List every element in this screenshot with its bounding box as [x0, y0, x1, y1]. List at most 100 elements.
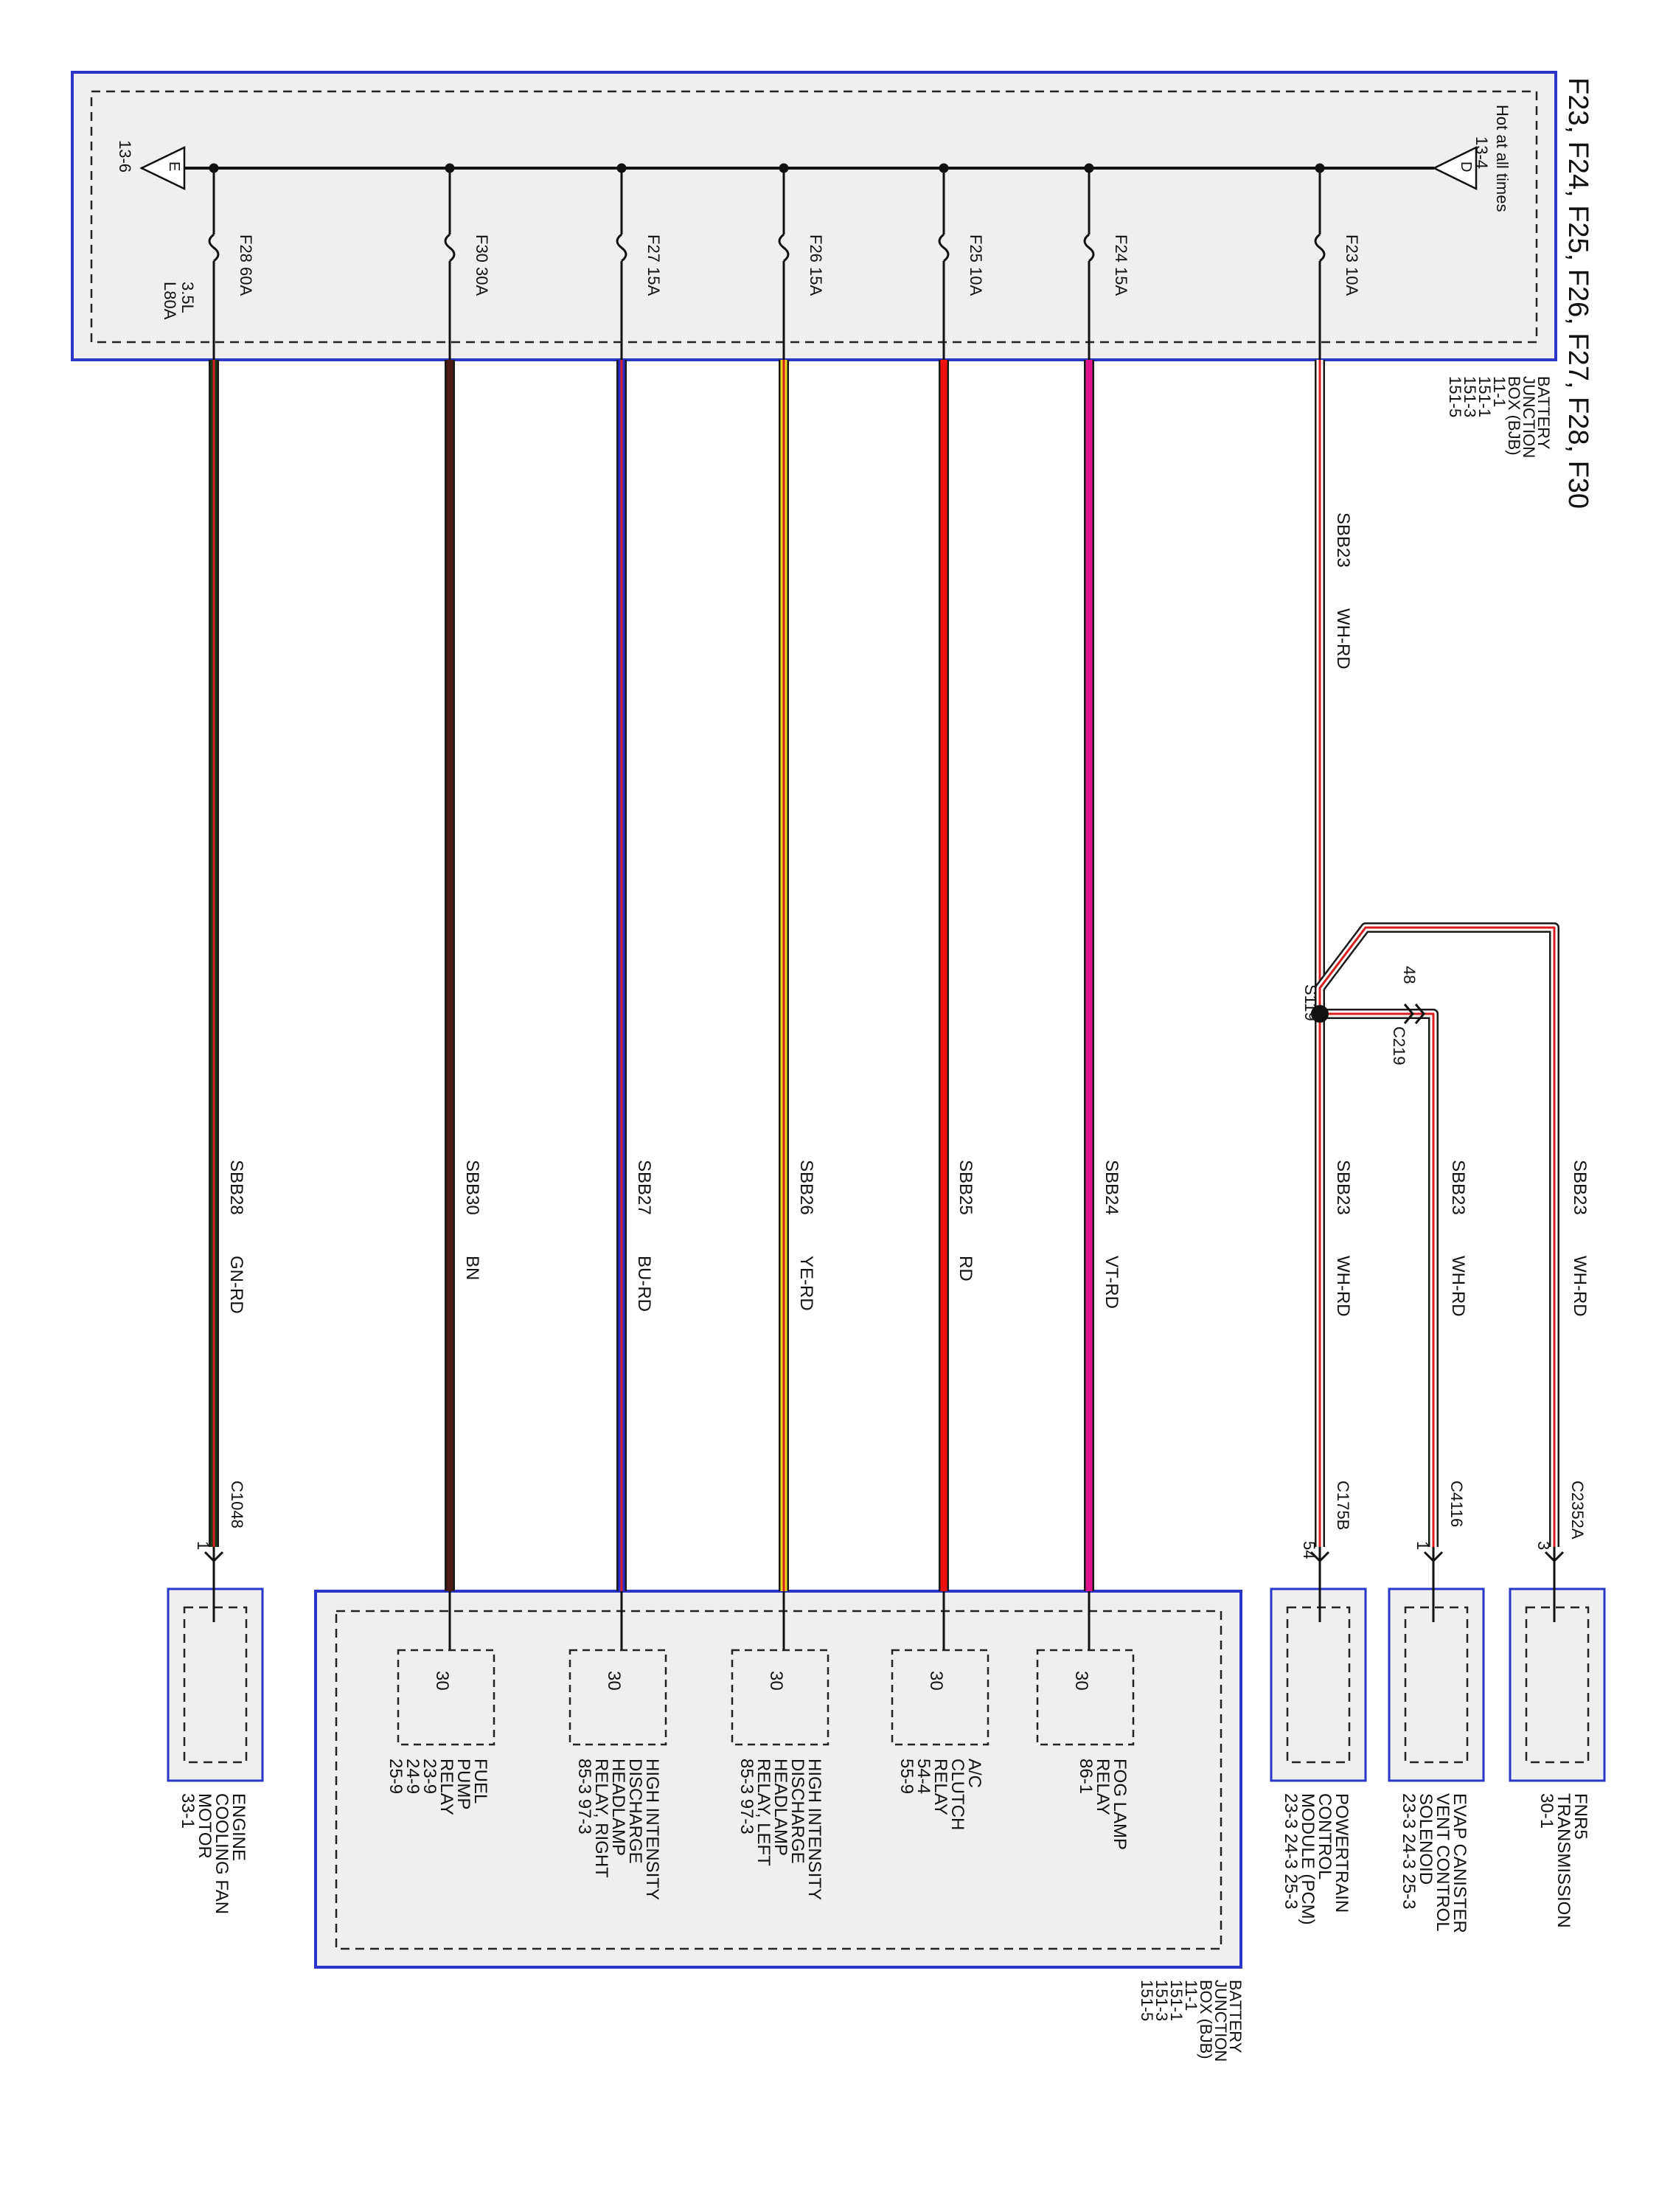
- bjb-bottom-label-line: 151-3: [1152, 1980, 1171, 2021]
- splice-s119-label: S119: [1301, 984, 1320, 1021]
- fuse-note: L80A: [161, 282, 179, 320]
- diagram-title: F23, F24, F25, F26, F27, F28, F30: [1562, 77, 1593, 509]
- boxes-layer: [71, 71, 1606, 1969]
- component-label-line: SOLENOID: [1416, 1793, 1436, 1885]
- fuse-label-f23: F23 10A: [1343, 234, 1361, 296]
- fuse-symbol: [1083, 233, 1095, 262]
- fuse-label-f28: F28 60A: [237, 234, 255, 296]
- connector-name-label: C1048: [228, 1481, 246, 1528]
- fuse-symbol: [444, 233, 456, 262]
- wire-color-label: WH-RD: [1448, 1256, 1468, 1317]
- component-label-line: EVAP CANISTER: [1450, 1793, 1470, 1933]
- component-label-line: 30-1: [1537, 1793, 1557, 1829]
- c219-pin-symbol: [1414, 1004, 1425, 1024]
- connector-pin-label: 54: [1300, 1541, 1318, 1559]
- relay-label-line: 25-9: [386, 1759, 406, 1794]
- relay-label-line: FUEL: [470, 1759, 490, 1804]
- c219-pin-label: 48: [1400, 966, 1419, 984]
- component-box: [1509, 1587, 1606, 1782]
- component-box: [1270, 1587, 1367, 1782]
- relay-label-line: DISCHARGE: [625, 1759, 645, 1864]
- component-label-line: ENGINE: [229, 1793, 248, 1861]
- component-label-line: 23-3 24-3 25-3: [1399, 1793, 1419, 1909]
- wire-circuit-label: SBB23: [1448, 1160, 1468, 1215]
- wire-sbb23-fnr5-stripe: [1318, 926, 1556, 1547]
- relay-label-line: RELAY: [1093, 1759, 1113, 1815]
- relay-pin-label: 30: [432, 1671, 452, 1691]
- relay-pin-label: 30: [766, 1671, 786, 1691]
- bus-feed-e-letter: E: [166, 161, 182, 171]
- wire-color-label: WH-RD: [1333, 608, 1353, 669]
- bjb-top-label-line: BATTERY: [1534, 376, 1553, 450]
- bjb-bottom-label-line: 11-1: [1182, 1980, 1200, 2011]
- bus-junction-dot: [779, 163, 789, 173]
- component-label-line: VENT CONTROL: [1433, 1793, 1453, 1932]
- connector-pin-label: 3: [1534, 1541, 1553, 1550]
- bjb-bottom-label-line: JUNCTION: [1211, 1980, 1230, 2062]
- bus-junction-dot: [445, 163, 455, 173]
- relay-label-line: FOG LAMP: [1110, 1759, 1130, 1850]
- component-inner-boundary: [1404, 1606, 1469, 1764]
- bjb-bottom-box: [314, 1590, 1242, 1969]
- bus-junction-dot: [1315, 163, 1325, 173]
- wire-circuit-label: SBB25: [956, 1160, 975, 1215]
- component-label-line: CONTROL: [1315, 1793, 1335, 1879]
- relay-symbol-box: [1036, 1649, 1135, 1746]
- fuse-label-f26: F26 15A: [807, 234, 825, 296]
- relay-symbol-box: [568, 1649, 667, 1746]
- component-inner-boundary: [183, 1606, 248, 1764]
- connector-name-label: C2352A: [1568, 1481, 1587, 1540]
- relay-label-line: HEADLAMP: [771, 1759, 790, 1856]
- wire-circuit-label: SBB26: [796, 1160, 816, 1215]
- wire-color-label: VT-RD: [1102, 1256, 1121, 1309]
- wire-color-label: GN-RD: [226, 1256, 246, 1314]
- relay-label-line: CLUTCH: [947, 1759, 967, 1830]
- component-label-line: MODULE (PCM): [1298, 1793, 1318, 1925]
- bjb-bottom-label-line: BOX (BJB): [1197, 1980, 1215, 2059]
- connector-pin-label: 1: [194, 1541, 212, 1550]
- component-box: [167, 1587, 264, 1782]
- wire-circuit-label: SBB23: [1570, 1160, 1590, 1215]
- relay-label-line: 24-9: [403, 1759, 422, 1794]
- component-label-line: 23-3 24-3 25-3: [1281, 1793, 1301, 1909]
- wire-circuit-label: SBB24: [1102, 1160, 1121, 1215]
- relay-label-line: 55-9: [897, 1759, 917, 1794]
- fuse-label-f27: F27 15A: [644, 234, 663, 296]
- component-label-line: COOLING FAN: [212, 1793, 232, 1914]
- bjb-top-label-line: 151-1: [1475, 376, 1494, 417]
- fuse-note: 3.5L: [178, 282, 197, 313]
- fuse-symbol: [616, 233, 627, 262]
- wire-circuit-label: SBB23: [1333, 1160, 1353, 1215]
- relay-label-line: 23-9: [420, 1759, 439, 1794]
- relay-label-line: PUMP: [453, 1759, 473, 1809]
- labels-layer: F23, F24, F25, F26, F27, F28, F30 D Hot at…: [116, 77, 1593, 2062]
- relay-pin-label: 30: [1071, 1671, 1091, 1691]
- connector-name-label: C175B: [1334, 1481, 1352, 1530]
- bus-junction-dot: [209, 163, 219, 173]
- bus-feed-d-note: Hot at all times: [1493, 105, 1512, 212]
- bjb-bottom-label-line: 151-5: [1138, 1980, 1156, 2021]
- bus-junction-dot: [616, 163, 627, 173]
- bus-feed-d-letter: D: [1458, 161, 1474, 172]
- bjb-top-label-line: BOX (BJB): [1505, 376, 1523, 456]
- relay-label-line: RELAY: [931, 1759, 950, 1815]
- wire-circuit-label: SBB23: [1333, 512, 1353, 568]
- fuse-label-f24: F24 15A: [1112, 234, 1130, 296]
- connector-name-label: C4116: [1447, 1481, 1466, 1527]
- bjb-top-label-line: 11-1: [1490, 376, 1509, 407]
- bus-feed-d-symbol: [1432, 145, 1478, 191]
- wire-color-label: RD: [956, 1256, 975, 1281]
- fuse-symbol: [1314, 233, 1326, 262]
- wire-color-label: WH-RD: [1570, 1256, 1590, 1317]
- parts-layer: [139, 145, 1565, 1746]
- bus-feed-e-symbol: [139, 146, 186, 190]
- component-inner-boundary: [1525, 1606, 1590, 1764]
- bjb-top-label-line: 151-5: [1446, 376, 1464, 417]
- c219-name-label: C219: [1390, 1026, 1408, 1065]
- bus-feed-e-ref: 13-6: [116, 140, 134, 173]
- bus-junction-dot: [1084, 163, 1094, 173]
- relay-pin-label: 30: [926, 1671, 946, 1691]
- bjb-bottom-label-line: 151-1: [1167, 1980, 1186, 2021]
- relay-symbol-box: [891, 1649, 990, 1746]
